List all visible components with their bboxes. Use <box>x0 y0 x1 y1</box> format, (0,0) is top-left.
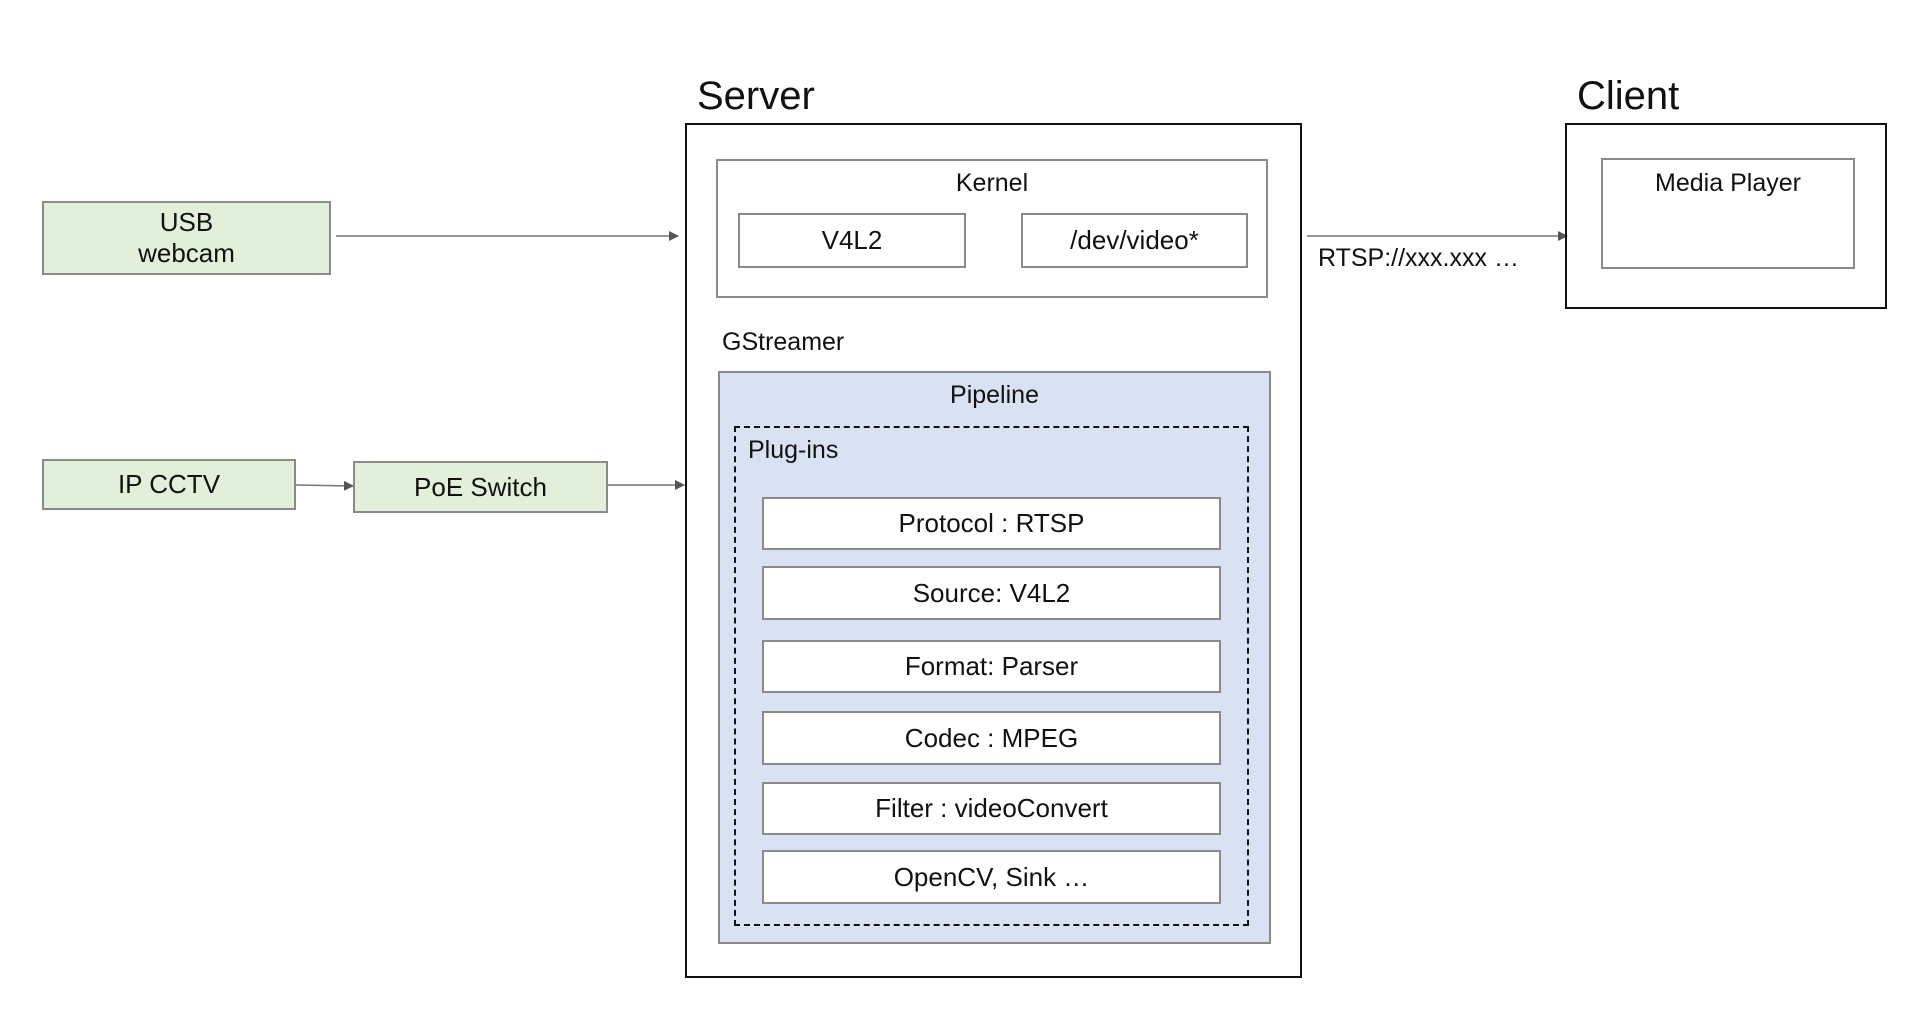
v4l2-box: V4L2 <box>738 213 966 268</box>
plugins-title: Plug-ins <box>748 436 839 464</box>
plugin-label: Source: V4L2 <box>912 577 1071 608</box>
kernel-title: Kernel <box>955 168 1029 197</box>
poe-switch-label: PoE Switch <box>414 471 547 502</box>
rtsp-label: RTSP://xxx.xxx … <box>1318 244 1519 272</box>
usb-label: USB <box>159 207 214 237</box>
plugin-filter: Filter : videoConvert <box>762 782 1221 835</box>
plugin-label: OpenCV, Sink … <box>893 861 1090 892</box>
usb-webcam-box: USB webcam <box>42 201 331 275</box>
ip-cctv-box: IP CCTV <box>42 459 296 510</box>
server-box <box>685 123 1302 978</box>
cctv-to-poe-arrow <box>295 480 354 491</box>
webcam-label: webcam <box>138 238 235 268</box>
plugin-sink: OpenCV, Sink … <box>762 850 1221 904</box>
plugin-label: Filter : videoConvert <box>875 793 1108 823</box>
poe-switch-box: PoE Switch <box>353 461 608 513</box>
media-player-label: Media Player <box>1655 169 1801 197</box>
client-box <box>1565 123 1887 309</box>
plugin-source: Source: V4L2 <box>762 566 1221 620</box>
dev-video-label: /dev/video* <box>1070 225 1199 255</box>
v4l2-label: V4L2 <box>821 225 883 255</box>
pipeline-title: Pipeline <box>950 380 1039 409</box>
ip-cctv-label: IP CCTV <box>117 469 221 499</box>
client-title: Client <box>1577 74 1680 118</box>
plugin-codec: Codec : MPEG <box>762 711 1221 765</box>
plugin-format: Format: Parser <box>762 640 1221 693</box>
plugin-protocol: Protocol : RTSP <box>762 497 1221 550</box>
plugins-box <box>734 426 1249 926</box>
plugin-label: Format: Parser <box>904 651 1079 681</box>
plugin-label: Protocol : RTSP <box>898 508 1085 538</box>
plugin-label: Codec : MPEG <box>904 722 1079 753</box>
media-player-box: Media Player <box>1601 158 1855 269</box>
server-title: Server <box>697 74 815 118</box>
dev-video-box: /dev/video* <box>1021 213 1248 268</box>
gstreamer-label: GStreamer <box>722 328 845 356</box>
